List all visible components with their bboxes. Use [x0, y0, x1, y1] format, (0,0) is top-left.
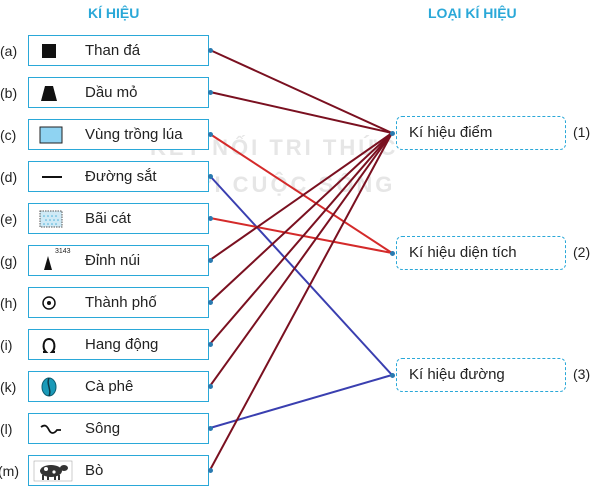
peak-elevation-label: 3143	[55, 248, 71, 255]
connection-line	[209, 132, 393, 261]
connection-line	[209, 132, 393, 303]
symbol-letter: (i)	[0, 337, 13, 353]
connector-dot[interactable]	[208, 174, 213, 179]
line-icon	[37, 166, 62, 188]
symbol-letter: (e)	[0, 211, 18, 227]
connection-line	[209, 132, 393, 387]
symbol-box[interactable]: Đường sắt	[28, 161, 209, 192]
symbol-box[interactable]: Thành phố	[28, 287, 209, 318]
symbol-letter: (h)	[0, 295, 18, 311]
connector-dot[interactable]	[208, 426, 213, 431]
symbol-row: (b) Dầu mỏ	[0, 77, 215, 111]
connection-line	[209, 133, 393, 254]
connector-dot[interactable]	[208, 90, 213, 95]
types-header: LOẠI KÍ HIỆU	[428, 5, 517, 21]
symbol-letter: (l)	[0, 421, 13, 437]
symbol-label: Thành phố	[85, 294, 157, 311]
type-number: (2)	[573, 244, 591, 260]
type-label: Kí hiệu điểm	[409, 124, 493, 141]
type-label: Kí hiệu diện tích	[409, 244, 517, 261]
type-box[interactable]: Kí hiệu đường	[396, 358, 566, 392]
symbol-letter: (c)	[0, 127, 17, 143]
symbol-box[interactable]: Bãi cát	[28, 203, 209, 234]
symbol-letter: (g)	[0, 253, 18, 269]
connector-dot[interactable]	[208, 258, 213, 263]
connector-dot[interactable]	[208, 384, 213, 389]
connection-line	[209, 91, 393, 134]
type-connector-dot[interactable]	[390, 251, 395, 256]
connector-dot[interactable]	[208, 342, 213, 347]
symbol-letter: (a)	[0, 43, 18, 59]
symbol-label: Cà phê	[85, 378, 134, 395]
connector-dot[interactable]	[208, 300, 213, 305]
symbol-label: Vùng trồng lúa	[85, 126, 183, 143]
symbol-row: (c) Vùng trồng lúa	[0, 119, 215, 153]
river-wave-icon	[37, 418, 61, 440]
symbol-letter: (m)	[0, 463, 19, 479]
type-box[interactable]: Kí hiệu diện tích	[396, 236, 566, 270]
symbol-row: (l) Sông	[0, 413, 215, 447]
peak-icon	[37, 250, 61, 272]
symbol-box[interactable]: Vùng trồng lúa	[28, 119, 209, 150]
symbol-label: Sông	[85, 420, 121, 437]
cow-icon	[33, 460, 73, 482]
symbol-box[interactable]: Than đá	[28, 35, 209, 66]
symbol-label: Bãi cát	[85, 210, 131, 227]
symbol-label: Than đá	[85, 42, 141, 59]
connection-line	[209, 49, 393, 134]
type-label: Kí hiệu đường	[409, 366, 505, 383]
symbol-row: (a) Than đá	[0, 35, 215, 69]
connection-line	[209, 132, 393, 471]
connector-dot[interactable]	[208, 216, 213, 221]
symbol-row: (h) Thành phố	[0, 287, 215, 321]
symbol-box[interactable]: Bò	[28, 455, 209, 486]
connector-dot[interactable]	[208, 468, 213, 473]
trapezoid-icon	[37, 82, 61, 104]
symbol-box[interactable]: Sông	[28, 413, 209, 444]
city-dot-icon	[37, 292, 61, 314]
connection-line	[209, 132, 393, 345]
connector-dot[interactable]	[208, 48, 213, 53]
symbol-row: (e) Bãi cát	[0, 203, 215, 237]
symbols-header: KÍ HIỆU	[88, 5, 140, 21]
symbol-label: Hang động	[85, 336, 159, 353]
symbol-row: (d) Đường sắt	[0, 161, 215, 195]
coffee-bean-icon	[37, 376, 61, 398]
connection-line	[209, 374, 393, 429]
symbol-letter: (b)	[0, 85, 18, 101]
symbol-box[interactable]: Dầu mỏ	[28, 77, 209, 108]
cave-omega-icon	[37, 334, 61, 356]
symbol-letter: (d)	[0, 169, 18, 185]
symbol-label: Dầu mỏ	[85, 84, 138, 101]
type-box[interactable]: Kí hiệu điểm	[396, 116, 566, 150]
connector-dot[interactable]	[208, 132, 213, 137]
symbol-row: (m) Bò	[0, 455, 215, 489]
connection-line	[209, 175, 393, 376]
symbol-box[interactable]: Hang động	[28, 329, 209, 360]
dotted-area-icon	[34, 208, 63, 230]
symbol-letter: (k)	[0, 379, 17, 395]
symbol-row: (k) Cà phê	[0, 371, 215, 405]
connection-line	[209, 217, 393, 254]
symbol-box[interactable]: Cà phê	[28, 371, 209, 402]
black-square-icon	[37, 40, 61, 62]
symbol-label: Đỉnh núi	[85, 252, 141, 269]
blue-area-icon	[34, 124, 63, 146]
symbol-row: (i) Hang động	[0, 329, 215, 363]
symbol-label: Bò	[85, 462, 104, 479]
type-connector-dot[interactable]	[390, 131, 395, 136]
symbol-label: Đường sắt	[85, 168, 157, 185]
type-number: (1)	[573, 124, 591, 140]
type-connector-dot[interactable]	[390, 373, 395, 378]
type-number: (3)	[573, 366, 591, 382]
